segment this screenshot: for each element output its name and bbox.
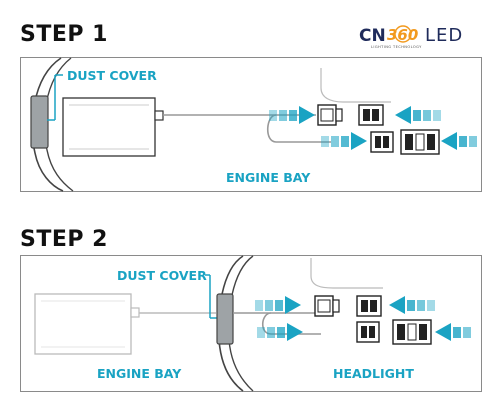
logo-ring-icon xyxy=(394,25,412,43)
arrow-left-icon-bottom xyxy=(441,132,477,150)
connector-socket-bottom-right xyxy=(400,129,440,155)
connector-socket-top-right-2 xyxy=(356,295,382,317)
dust-cover-label-2: DUST COVER xyxy=(117,268,207,283)
connector-plug-top-left-2 xyxy=(314,295,340,317)
logo-led-text: LED xyxy=(425,25,463,46)
engine-bay-label-2: ENGINE BAY xyxy=(97,366,182,381)
arrow-right-icon-top xyxy=(269,106,315,124)
arrow-left-icon-top-2 xyxy=(389,296,435,314)
headlight-label: HEADLIGHT xyxy=(333,366,414,381)
housing-outer-curve xyxy=(31,57,64,192)
dust-cover-label-1: DUST COVER xyxy=(67,68,157,83)
arrow-left-icon-top xyxy=(395,106,441,124)
arrow-right-icon-bottom-2 xyxy=(257,323,303,341)
dust-cover-icon xyxy=(30,95,49,149)
step-2-diagram: DUST COVER xyxy=(34,255,471,392)
connector-plug-top-left xyxy=(317,104,343,126)
connector-plug-bottom-left xyxy=(370,131,394,153)
ballast-box-icon xyxy=(62,97,164,157)
engine-bay-label-1: ENGINE BAY xyxy=(226,170,311,185)
step-1-title: STEP 1 xyxy=(20,22,108,47)
dust-cover-icon-2 xyxy=(216,293,234,345)
arrow-right-icon-top-2 xyxy=(255,296,301,314)
arrow-left-icon-bottom-2 xyxy=(435,323,471,341)
connector-socket-top-right xyxy=(358,104,384,126)
connector-plug-bottom-left-2 xyxy=(356,321,380,343)
step-2-panel: DUST COVER xyxy=(20,255,482,392)
arrow-right-icon-bottom xyxy=(321,132,367,150)
cn360-logo: CN 360 LED LIGHTING TECHNOLOGY xyxy=(359,25,463,49)
logo-cn-text: CN xyxy=(359,26,386,46)
ballast-cable-branch xyxy=(266,114,331,143)
step-2-title: STEP 2 xyxy=(20,227,108,252)
step-1-panel: DUST COVER xyxy=(20,57,482,192)
logo-tagline: LIGHTING TECHNOLOGY xyxy=(371,45,422,49)
step-1-diagram: DUST COVER xyxy=(30,57,477,192)
connector-socket-bottom-right-2 xyxy=(392,319,432,345)
ballast-box-icon-faded xyxy=(34,293,140,355)
